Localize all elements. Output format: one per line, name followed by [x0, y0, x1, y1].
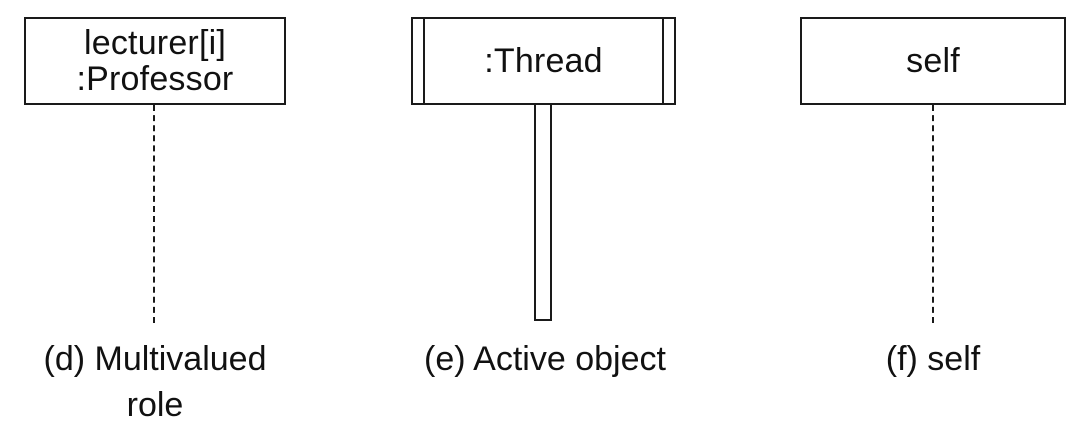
- active-object-name: :Thread: [484, 42, 603, 80]
- active-object-lifeline-head: :Thread: [411, 17, 676, 105]
- multivalued-role-lifeline-head: lecturer[i] :Professor: [24, 17, 286, 105]
- multivalued-role-caption-line-1: (d) Multivalued: [43, 340, 267, 378]
- multivalued-role-lifeline: [153, 105, 155, 323]
- active-object-caption-text: (e) Active object: [424, 340, 666, 378]
- active-object-inner-frame: :Thread: [423, 19, 664, 103]
- active-object-caption: (e) Active object: [390, 336, 700, 382]
- self-name: self: [906, 42, 960, 80]
- self-lifeline: [932, 105, 934, 323]
- self-diagram: self (f) self: [780, 0, 1086, 442]
- self-caption-text: (f) self: [885, 340, 981, 378]
- active-object-diagram: :Thread (e) Active object: [390, 0, 710, 442]
- self-caption: (f) self: [780, 336, 1086, 382]
- multivalued-role-class: :Professor: [76, 60, 234, 98]
- self-lifeline-head: self: [800, 17, 1066, 105]
- multivalued-role-caption: (d) Multivalued role: [0, 336, 310, 428]
- active-object-activation-bar: [534, 103, 552, 321]
- multivalued-role-diagram: lecturer[i] :Professor (d) Multivalued r…: [0, 0, 320, 442]
- multivalued-role-name: lecturer[i]: [83, 24, 227, 62]
- multivalued-role-caption-line-2: role: [126, 386, 184, 424]
